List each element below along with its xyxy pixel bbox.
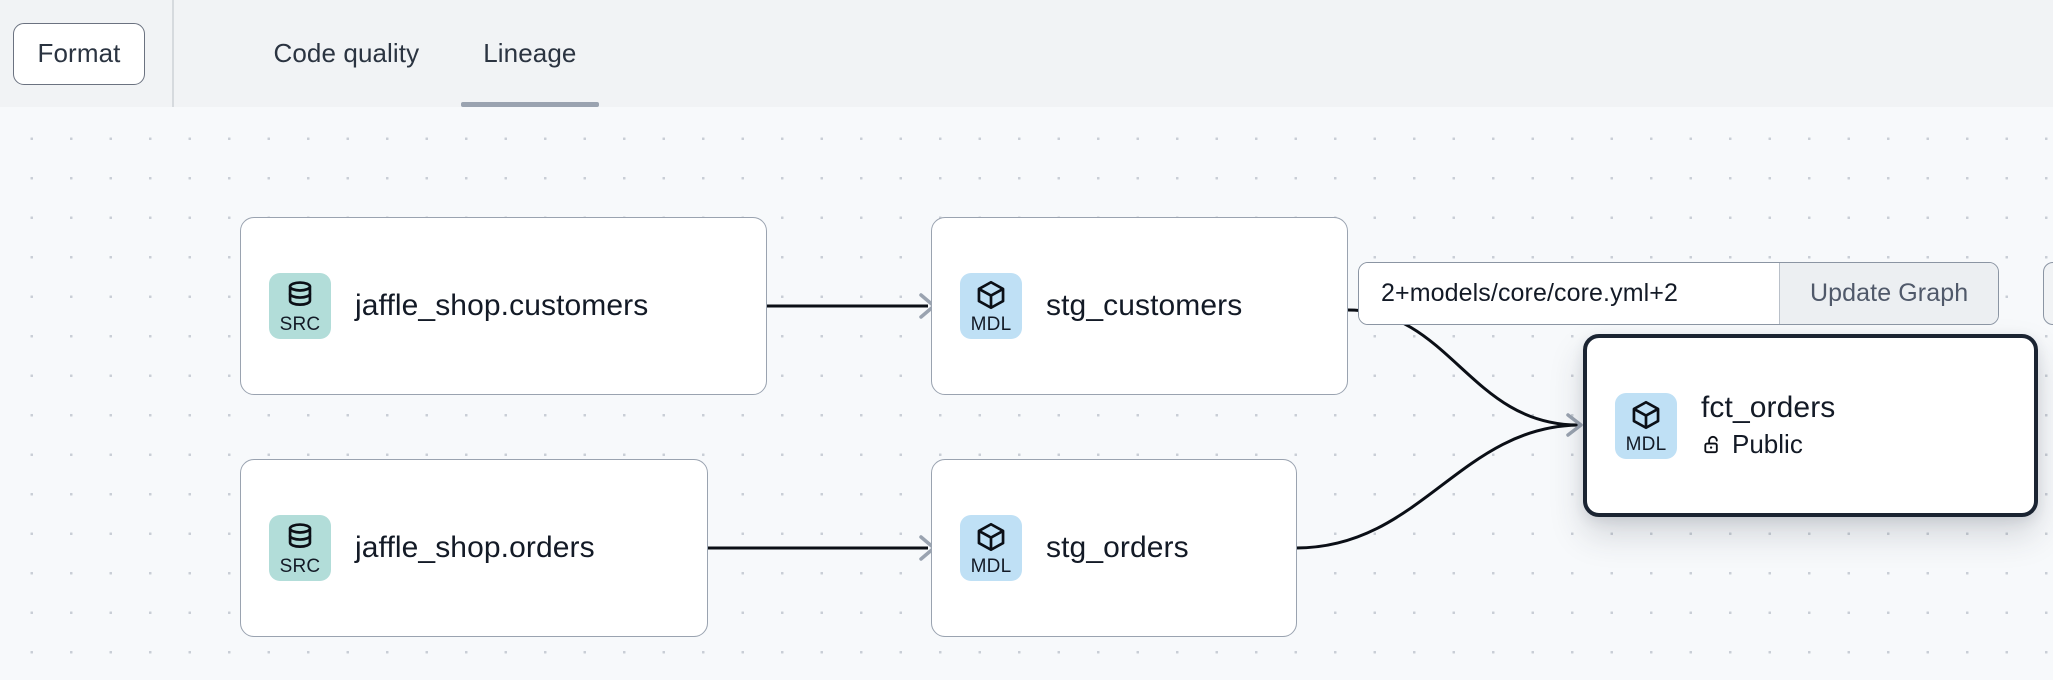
node-badge-src: SRC: [269, 273, 331, 339]
edge-stg-orders-to-fct-orders: [1295, 423, 1579, 550]
node-title: fct_orders: [1701, 390, 1836, 424]
toolbar-divider: [172, 0, 174, 107]
node-body: jaffle_shop.orders: [355, 531, 595, 566]
node-badge-mdl: MDL: [1615, 392, 1677, 459]
node-badge-mdl-label: MDL: [970, 556, 1012, 577]
format-button-label: Format: [37, 38, 121, 68]
lineage-canvas[interactable]: SRC jaffle_shop.customers MDL stg_custom…: [0, 107, 2053, 680]
database-icon: [288, 281, 312, 306]
overflow-control-button[interactable]: [2043, 262, 2053, 325]
cube-icon: [977, 522, 1005, 552]
node-title: stg_customers: [1046, 288, 1243, 322]
unlock-icon: [1704, 436, 1718, 454]
tab-bar: Code quality Lineage: [174, 0, 609, 107]
lineage-node-stg-orders[interactable]: MDL stg_orders: [931, 459, 1297, 637]
lineage-node-jaffle-shop-customers[interactable]: SRC jaffle_shop.customers: [240, 217, 767, 395]
node-badge-mdl: MDL: [960, 515, 1022, 581]
node-title: stg_orders: [1046, 530, 1189, 564]
tab-lineage-label: Lineage: [483, 38, 577, 68]
database-icon: [288, 523, 312, 548]
update-graph-button[interactable]: Update Graph: [1779, 263, 1999, 324]
node-body: fct_orders Public: [1701, 391, 1835, 461]
node-visibility-label: Public: [1732, 429, 1803, 460]
node-title: jaffle_shop.customers: [355, 288, 649, 322]
node-body: stg_customers: [1046, 289, 1242, 324]
edge-stg-customers-to-fct-orders: [1347, 308, 1579, 427]
graph-selector-input[interactable]: [1359, 263, 1779, 324]
lineage-node-jaffle-shop-orders[interactable]: SRC jaffle_shop.orders: [240, 459, 708, 637]
node-badge-src: SRC: [269, 515, 331, 581]
graph-control-bar: Update Graph: [1358, 262, 2000, 325]
node-badge-src-label: SRC: [279, 556, 321, 577]
node-badge-mdl-label: MDL: [1625, 433, 1667, 455]
cube-icon: [1632, 400, 1660, 429]
node-visibility: Public: [1701, 429, 1835, 460]
tab-lineage[interactable]: Lineage: [451, 0, 608, 107]
toolbar-left-section: Format: [0, 0, 172, 107]
node-badge-mdl: MDL: [960, 273, 1022, 339]
cube-icon: [977, 280, 1005, 310]
node-body: jaffle_shop.customers: [355, 289, 648, 324]
format-button[interactable]: Format: [13, 22, 145, 85]
node-body: stg_orders: [1046, 531, 1189, 566]
lineage-node-fct-orders[interactable]: MDL fct_orders Public: [1583, 334, 2038, 517]
node-badge-mdl-label: MDL: [970, 314, 1012, 335]
node-badge-src-label: SRC: [279, 314, 321, 335]
node-title: jaffle_shop.orders: [355, 530, 595, 564]
tab-code-quality[interactable]: Code quality: [242, 0, 452, 107]
top-toolbar: Format Code quality Lineage: [0, 0, 2053, 107]
tab-code-quality-label: Code quality: [273, 38, 420, 68]
edge-arrowhead-fct-orders: [1566, 413, 1583, 437]
lineage-node-stg-customers[interactable]: MDL stg_customers: [931, 217, 1348, 395]
